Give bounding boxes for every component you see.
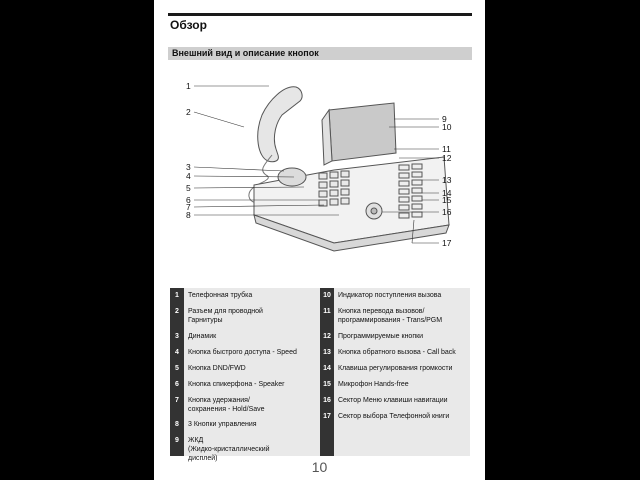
callout-4: 4 — [186, 171, 191, 181]
callout-16: 16 — [442, 207, 452, 217]
callout-12: 12 — [442, 153, 452, 163]
section-title: Внешний вид и описание кнопок — [168, 47, 472, 60]
buttons-table: 1 Телефонная трубка 2 Разъем для проводн… — [170, 288, 470, 462]
callout-9: 9 — [442, 114, 447, 124]
page-number: 10 — [311, 459, 328, 475]
callout-3: 3 — [186, 162, 191, 172]
callout-17: 17 — [442, 238, 452, 248]
callout-10: 10 — [442, 122, 452, 132]
callout-1: 1 — [186, 81, 191, 91]
manual-page: Обзор Внешний вид и описание кнопок — [154, 0, 485, 480]
callout-7: 7 — [186, 202, 191, 212]
callout-13: 13 — [442, 175, 452, 185]
callout-8: 8 — [186, 210, 191, 220]
callout-11: 11 — [442, 144, 451, 154]
callout-5: 5 — [186, 183, 191, 193]
phone-diagram: 1 2 3 4 5 6 7 8 9 10 11 12 13 14 15 16 1… — [186, 81, 452, 252]
callout-2: 2 — [186, 107, 191, 117]
callout-15: 15 — [442, 195, 452, 205]
callout-14: 14 — [442, 188, 452, 198]
table-left-column: 1 Телефонная трубка 2 Разъем для проводн… — [170, 288, 320, 462]
callout-6: 6 — [186, 195, 191, 205]
table-right-column: 10 Индикатор поступления вызова 11 Кнопк… — [320, 288, 470, 456]
header-rule — [168, 13, 472, 16]
page-title: Обзор — [170, 18, 207, 32]
